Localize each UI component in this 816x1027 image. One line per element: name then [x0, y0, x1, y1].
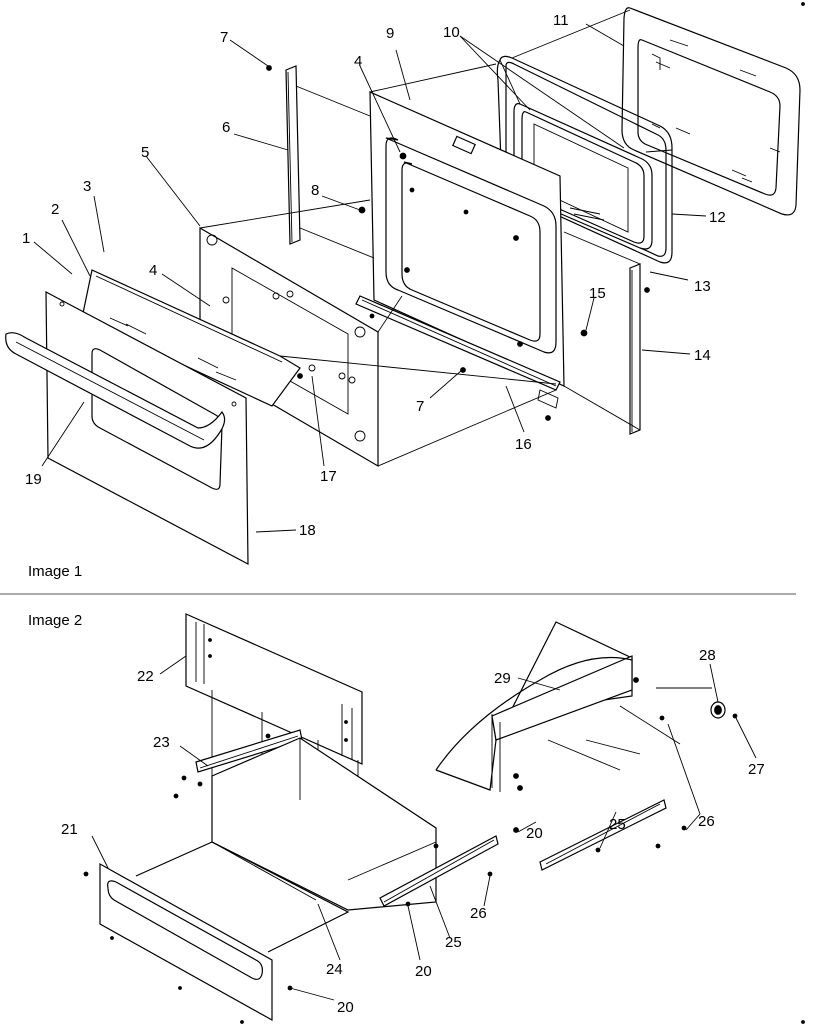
part-22-back-panel [185, 613, 363, 765]
part-14-side-trim [629, 263, 650, 435]
image1-callouts: 1 2 3 4 5 6 7 8 9 4 10 11 12 13 14 15 16… [22, 12, 726, 539]
callout-27: 27 [748, 761, 765, 778]
image2-caption: Image 2 [28, 612, 82, 629]
callout-17: 17 [320, 468, 337, 485]
part-21-drawer-front [83, 862, 293, 1024]
callout-12: 12 [709, 209, 726, 226]
callout-8: 8 [311, 182, 319, 199]
callout-11: 11 [553, 12, 569, 29]
image1-door-assembly: 1 2 3 4 5 6 7 8 9 4 10 11 12 13 14 15 16… [5, 7, 801, 580]
callout-21: 21 [61, 821, 78, 838]
image1-caption: Image 1 [28, 563, 82, 580]
callout-25a: 25 [445, 934, 462, 951]
callout-25b: 25 [609, 816, 626, 833]
callout-13: 13 [694, 278, 711, 295]
callout-26a: 26 [470, 905, 487, 922]
callout-22: 22 [137, 668, 154, 685]
part-25-right-rail [379, 835, 499, 907]
image2-callouts: 22 23 21 24 20 25 26 20 29 28 27 26 25 2… [61, 647, 765, 1016]
callout-20a: 20 [415, 963, 432, 980]
callout-2: 2 [51, 201, 59, 218]
callout-20b: 20 [337, 999, 354, 1016]
callout-6: 6 [222, 119, 230, 136]
image1-assembly-lines [199, 9, 673, 467]
callout-7b: 7 [416, 398, 424, 415]
image1-fasteners [266, 65, 588, 421]
edge-mark-top [801, 2, 805, 6]
callout-15: 15 [589, 285, 606, 302]
part-3-vent-channel [81, 269, 316, 407]
inset-cabinet-view [435, 621, 738, 871]
callout-29: 29 [494, 670, 511, 687]
callout-10: 10 [443, 24, 460, 41]
callout-5: 5 [141, 144, 149, 161]
callout-7a: 7 [220, 29, 228, 46]
callout-19: 19 [25, 471, 42, 488]
callout-20c: 20 [526, 825, 543, 842]
image1-leaders [33, 23, 707, 533]
callout-28: 28 [699, 647, 716, 664]
callout-16: 16 [515, 436, 532, 453]
part-6-side-trim [285, 65, 301, 245]
edge-mark-bottom [801, 1020, 805, 1024]
callout-14: 14 [694, 347, 711, 364]
part-9-inner-door [369, 91, 565, 387]
callout-18: 18 [299, 522, 316, 539]
image2-leaders [91, 655, 757, 1001]
callout-1: 1 [22, 230, 30, 247]
image2-drawer-assembly: Image 2 [28, 612, 765, 1024]
callout-24: 24 [326, 961, 343, 978]
callout-3: 3 [83, 178, 91, 195]
part-18-outer-door [5, 290, 249, 566]
callout-4a: 4 [354, 53, 362, 70]
part-12-gasket [496, 55, 673, 264]
callout-23: 23 [153, 734, 170, 751]
callout-9: 9 [386, 25, 394, 42]
callout-4b: 4 [149, 262, 157, 279]
callout-26b: 26 [698, 813, 715, 830]
